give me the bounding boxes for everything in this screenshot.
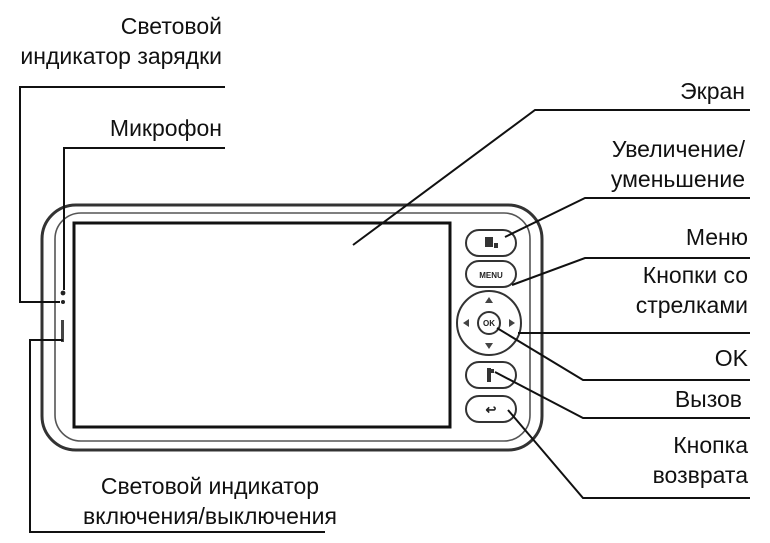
leader-back — [507, 409, 750, 499]
call-icon-cap — [491, 369, 494, 373]
call-icon — [487, 368, 491, 382]
label-zoom: Увеличение/ уменьшение — [611, 136, 745, 192]
leader-screen — [352, 109, 750, 246]
leader-power-indicator — [29, 339, 325, 533]
label-arrow-buttons-line1: Кнопки со — [642, 262, 748, 288]
label-ok-text: OK — [714, 345, 748, 371]
leader-charge-indicator — [19, 86, 225, 303]
label-charge-indicator-line1: Световой — [120, 13, 222, 39]
menu-button-text: MENU — [479, 271, 503, 280]
leader-ok — [496, 327, 750, 381]
label-back-button-line1: Кнопка — [673, 432, 748, 458]
arrow-up-icon[interactable] — [485, 297, 493, 303]
leader-menu — [511, 257, 750, 286]
zoom-icon — [485, 237, 493, 247]
label-microphone: Микрофон — [110, 115, 222, 141]
ok-button[interactable] — [477, 311, 501, 335]
label-back-button-line2: возврата — [652, 462, 748, 488]
label-menu: Меню — [686, 224, 748, 250]
leader-call — [494, 371, 750, 419]
label-call-text: Вызов — [674, 386, 742, 412]
microphone-hole — [60, 290, 66, 296]
label-power-indicator-line1: Световой индикатор — [100, 473, 320, 499]
label-arrow-buttons-line2: стрелками — [635, 292, 748, 318]
device-body — [40, 203, 544, 452]
label-screen-text: Экран — [680, 78, 745, 104]
leader-microphone — [63, 147, 225, 290]
arrow-down-icon[interactable] — [485, 343, 493, 349]
ok-button-text: OK — [483, 319, 495, 328]
label-back-button: Кнопка возврата — [653, 432, 748, 488]
zoom-icon-small — [494, 243, 498, 248]
label-charge-indicator-line2: индикатор зарядки — [20, 43, 222, 69]
back-button[interactable] — [465, 395, 517, 423]
power-indicator-mark — [61, 320, 64, 342]
label-microphone-text: Микрофон — [109, 115, 222, 141]
label-zoom-line1: Увеличение/ — [611, 136, 745, 162]
device-body-inner — [54, 212, 531, 442]
menu-button[interactable] — [465, 260, 517, 288]
arrow-left-icon[interactable] — [463, 319, 469, 327]
label-power-indicator: Световой индикатор включения/выключения — [75, 473, 345, 529]
leader-zoom — [504, 197, 750, 238]
label-call: Вызов — [675, 386, 742, 412]
label-charge-indicator: Световой индикатор зарядки — [20, 13, 222, 69]
arrow-right-icon[interactable] — [509, 319, 515, 327]
device-screen — [72, 221, 452, 429]
back-button-text: ↩ — [486, 402, 497, 417]
label-arrow-buttons: Кнопки со стрелками — [636, 262, 748, 318]
label-screen: Экран — [680, 78, 745, 104]
label-ok: OK — [715, 345, 748, 371]
label-power-indicator-line2: включения/выключения — [83, 503, 337, 529]
leader-lines — [19, 86, 750, 533]
label-zoom-line2: уменьшение — [610, 166, 745, 192]
charge-indicator-dot — [61, 300, 65, 304]
label-menu-text: Меню — [685, 224, 748, 250]
